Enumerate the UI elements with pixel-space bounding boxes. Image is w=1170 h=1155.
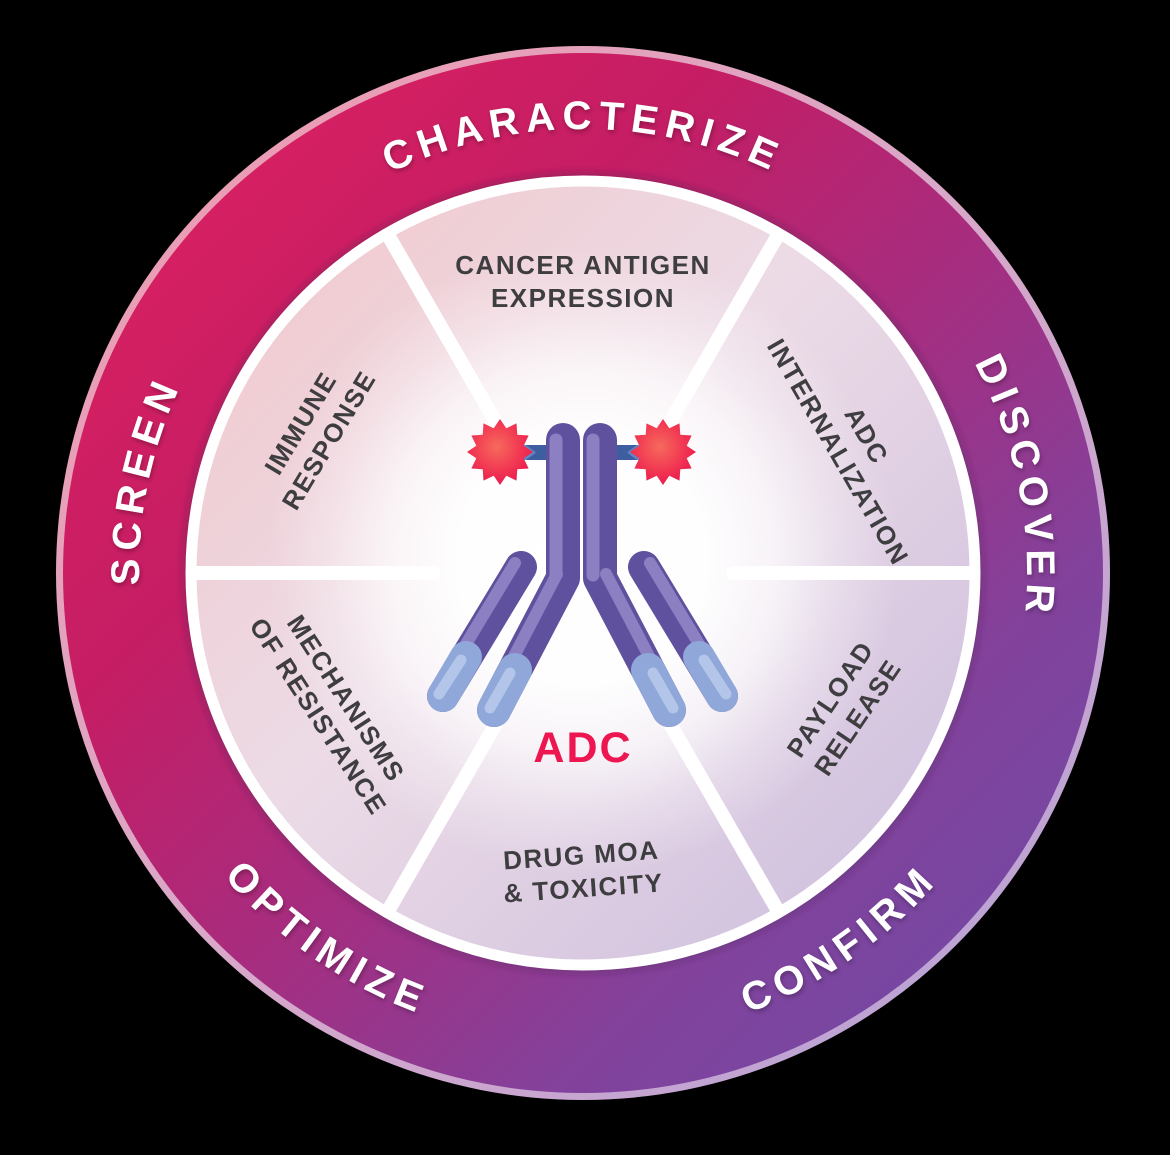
tip-right-inner-highlight bbox=[647, 667, 679, 714]
tip-left-inner-highlight bbox=[484, 667, 516, 714]
linker-chevron-right bbox=[617, 445, 637, 460]
segment-label-line: CANCER ANTIGEN bbox=[455, 250, 710, 280]
disc-edge-shadow bbox=[181, 171, 985, 975]
linker-chevrons bbox=[526, 445, 637, 460]
segment-label-cancer-antigen-expression: CANCER ANTIGEN EXPRESSION bbox=[455, 250, 710, 313]
inner-disc-border bbox=[185, 175, 981, 971]
tip-right-outer-highlight bbox=[698, 654, 732, 700]
adc-antibody-illustration bbox=[427, 419, 738, 727]
segment-label-line: EXPRESSION bbox=[491, 283, 675, 313]
antibody-tip-highlights bbox=[433, 654, 732, 714]
adc-label: ADC bbox=[533, 724, 632, 772]
tip-left-outer-highlight bbox=[433, 654, 467, 700]
linker-chevron-left bbox=[526, 445, 546, 460]
